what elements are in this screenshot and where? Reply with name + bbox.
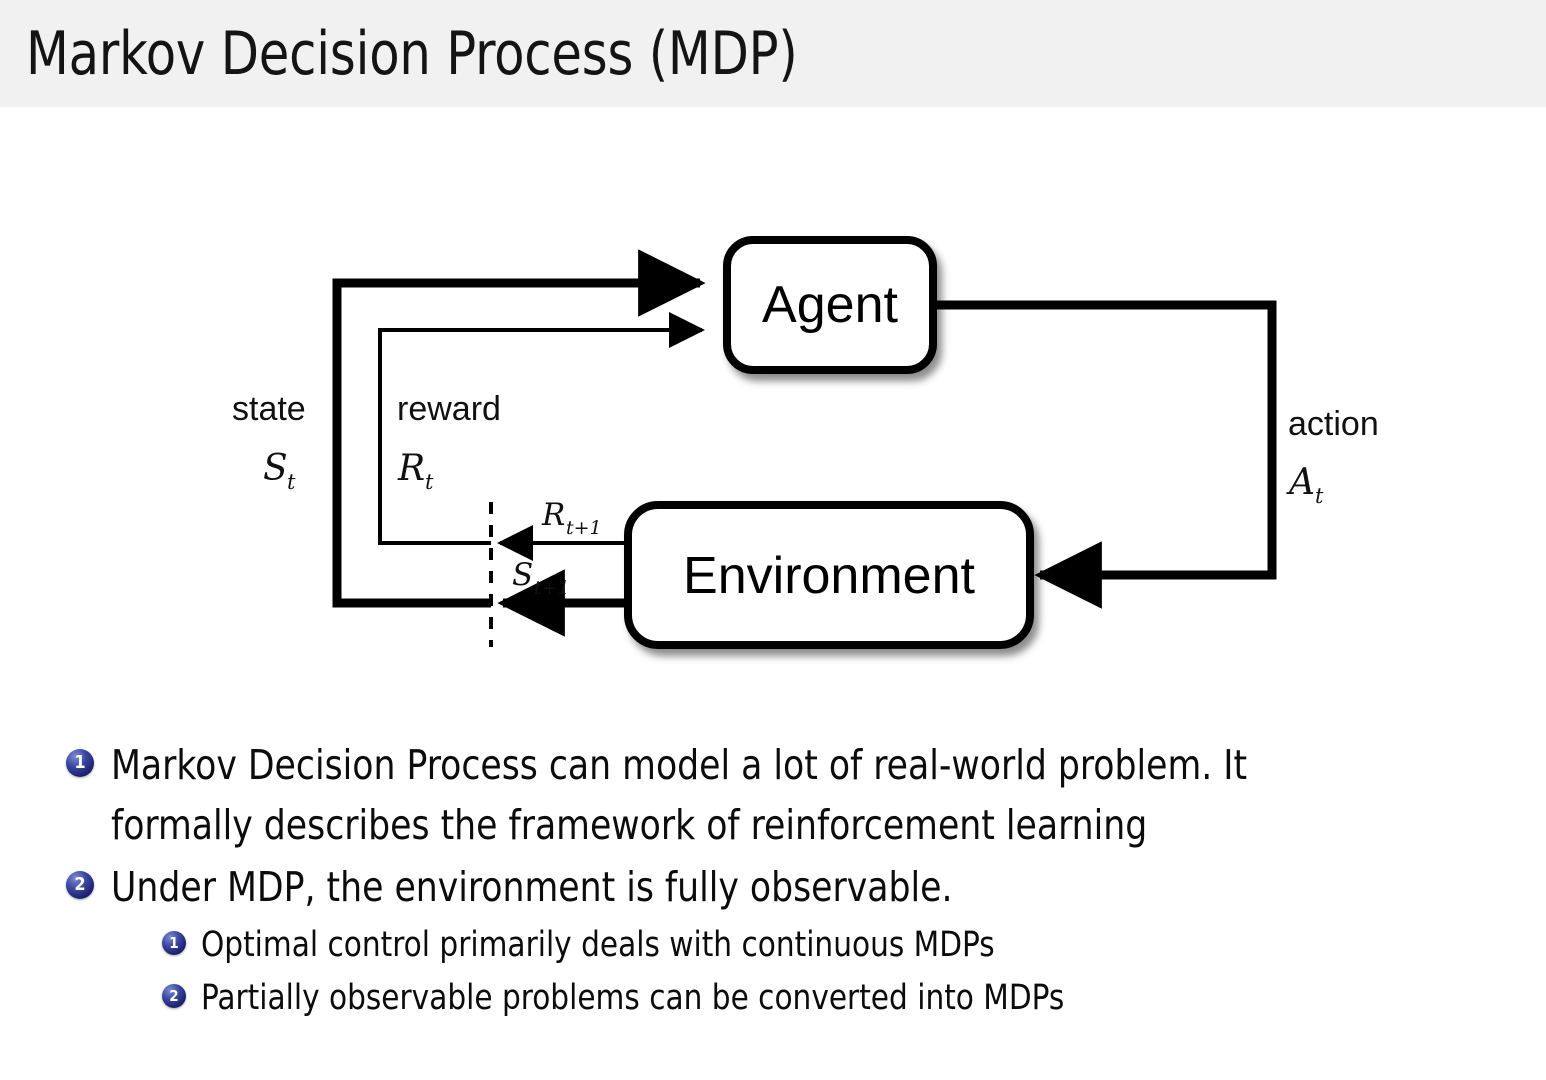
state-symbol-label: S bbox=[263, 448, 288, 489]
state-subscript-label: t bbox=[287, 470, 296, 494]
state-next-subscript-label: t+1 bbox=[534, 577, 570, 599]
list-item: 2 Partially observable problems can be c… bbox=[0, 972, 1546, 1025]
agent-box-label: Agent bbox=[762, 276, 898, 334]
state-label-group: state S t bbox=[232, 390, 306, 494]
bullet-line: formally describes the framework of rein… bbox=[111, 801, 1148, 849]
bullet-marker-2: 2 bbox=[66, 871, 94, 899]
reward-symbol-label: R bbox=[397, 448, 425, 489]
reward-next-label-group: R t+1 bbox=[541, 497, 602, 539]
list-item: 1 Markov Decision Process can model a lo… bbox=[0, 735, 1546, 855]
bullet-line: Partially observable problems can be con… bbox=[201, 978, 1065, 1018]
bullet-line: Under MDP, the environment is fully obse… bbox=[111, 863, 953, 911]
environment-box-label: Environment bbox=[683, 547, 975, 605]
bullet-marker-1: 1 bbox=[66, 749, 94, 777]
bullet-text: Under MDP, the environment is fully obse… bbox=[111, 857, 1460, 917]
action-subscript-label: t bbox=[1315, 484, 1324, 508]
state-word-label: state bbox=[232, 390, 306, 428]
sub-bullet-text: Partially observable problems can be con… bbox=[201, 972, 1465, 1025]
action-symbol-label: A bbox=[1286, 462, 1315, 503]
reward-word-label: reward bbox=[397, 390, 501, 428]
reward-next-subscript-label: t+1 bbox=[566, 517, 602, 539]
bullet-text: Markov Decision Process can model a lot … bbox=[111, 735, 1460, 855]
state-next-symbol-label: S bbox=[512, 557, 533, 593]
action-label-group: action A t bbox=[1286, 405, 1379, 508]
bullet-list: 1 Markov Decision Process can model a lo… bbox=[0, 735, 1546, 1025]
state-next-label-group: S t+1 bbox=[512, 557, 570, 599]
agent-box: Agent bbox=[723, 236, 937, 374]
action-path bbox=[933, 300, 1277, 609]
mdp-agent-environment-diagram: Agent Environment state S t reward R t a… bbox=[0, 130, 1546, 690]
list-item: 1 Optimal control primarily deals with c… bbox=[0, 919, 1546, 972]
reward-label-group: reward R t bbox=[397, 390, 501, 494]
sub-bullet-text: Optimal control primarily deals with con… bbox=[201, 919, 1465, 972]
list-item: 2 Under MDP, the environment is fully ob… bbox=[0, 857, 1546, 917]
environment-box: Environment bbox=[624, 501, 1034, 649]
reward-feedback-path bbox=[378, 312, 705, 545]
reward-subscript-label: t bbox=[425, 470, 434, 494]
state-feedback-path bbox=[332, 249, 706, 608]
bullet-line: Optimal control primarily deals with con… bbox=[201, 925, 995, 965]
sub-bullet-marker-2: 2 bbox=[162, 984, 186, 1008]
action-word-label: action bbox=[1288, 405, 1379, 443]
slide-header-band: Markov Decision Process (MDP) bbox=[0, 0, 1546, 107]
bullet-line: Markov Decision Process can model a lot … bbox=[111, 741, 1248, 789]
reward-next-symbol-label: R bbox=[541, 497, 565, 533]
page-title: Markov Decision Process (MDP) bbox=[26, 19, 798, 89]
sub-bullet-marker-1: 1 bbox=[162, 931, 186, 955]
